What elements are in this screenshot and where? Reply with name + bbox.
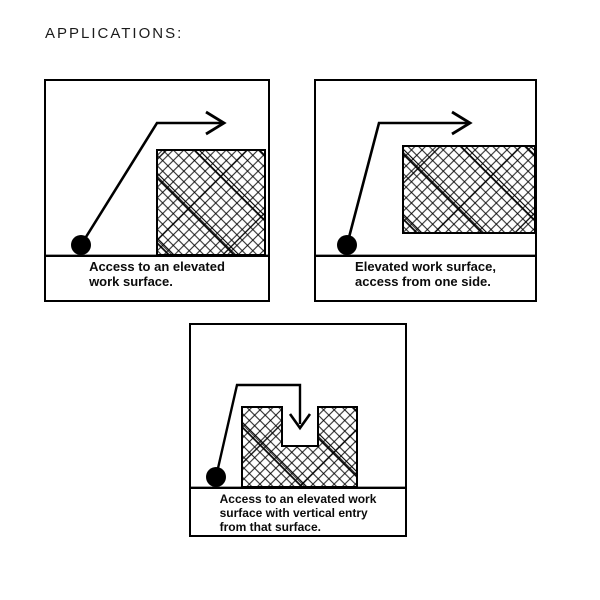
access-path-line bbox=[345, 121, 468, 246]
caption-vertical-entry: Access to an elevated work surface with … bbox=[191, 489, 405, 535]
down-arrowhead-icon bbox=[288, 413, 312, 431]
caption-line: work surface. bbox=[89, 273, 173, 289]
panel-one-side-access: Elevated work surface, access from one s… bbox=[314, 79, 537, 302]
access-point-dot bbox=[206, 467, 226, 487]
figure-vertical-entry bbox=[191, 383, 405, 489]
page-title: APPLICATIONS: bbox=[45, 25, 184, 42]
work-surface-hatched-block bbox=[402, 145, 535, 234]
caption-line: Elevated work surface, bbox=[355, 259, 496, 274]
caption-line: Access to an elevated work bbox=[219, 492, 377, 506]
caption-elevated-access: Access to an elevated work surface. bbox=[46, 257, 268, 300]
caption-line: surface with vertical entry bbox=[219, 506, 368, 520]
figure-one-side-access bbox=[316, 110, 535, 257]
figure-elevated-access bbox=[46, 110, 268, 257]
access-path-line bbox=[79, 121, 222, 246]
access-point-dot bbox=[337, 235, 357, 255]
access-path-line bbox=[214, 383, 302, 478]
work-surface-hatched-block bbox=[156, 149, 266, 256]
right-arrowhead-icon bbox=[205, 110, 227, 136]
panel-elevated-access: Access to an elevated work surface. bbox=[44, 79, 270, 302]
caption-line: access from one side. bbox=[355, 273, 491, 289]
right-arrowhead-icon bbox=[451, 110, 473, 136]
caption-one-side-access: Elevated work surface, access from one s… bbox=[316, 257, 535, 300]
panel-vertical-entry: Access to an elevated work surface with … bbox=[189, 323, 407, 537]
access-point-dot bbox=[71, 235, 91, 255]
caption-line: from that surface. bbox=[219, 520, 321, 534]
caption-line: Access to an elevated bbox=[89, 259, 225, 274]
